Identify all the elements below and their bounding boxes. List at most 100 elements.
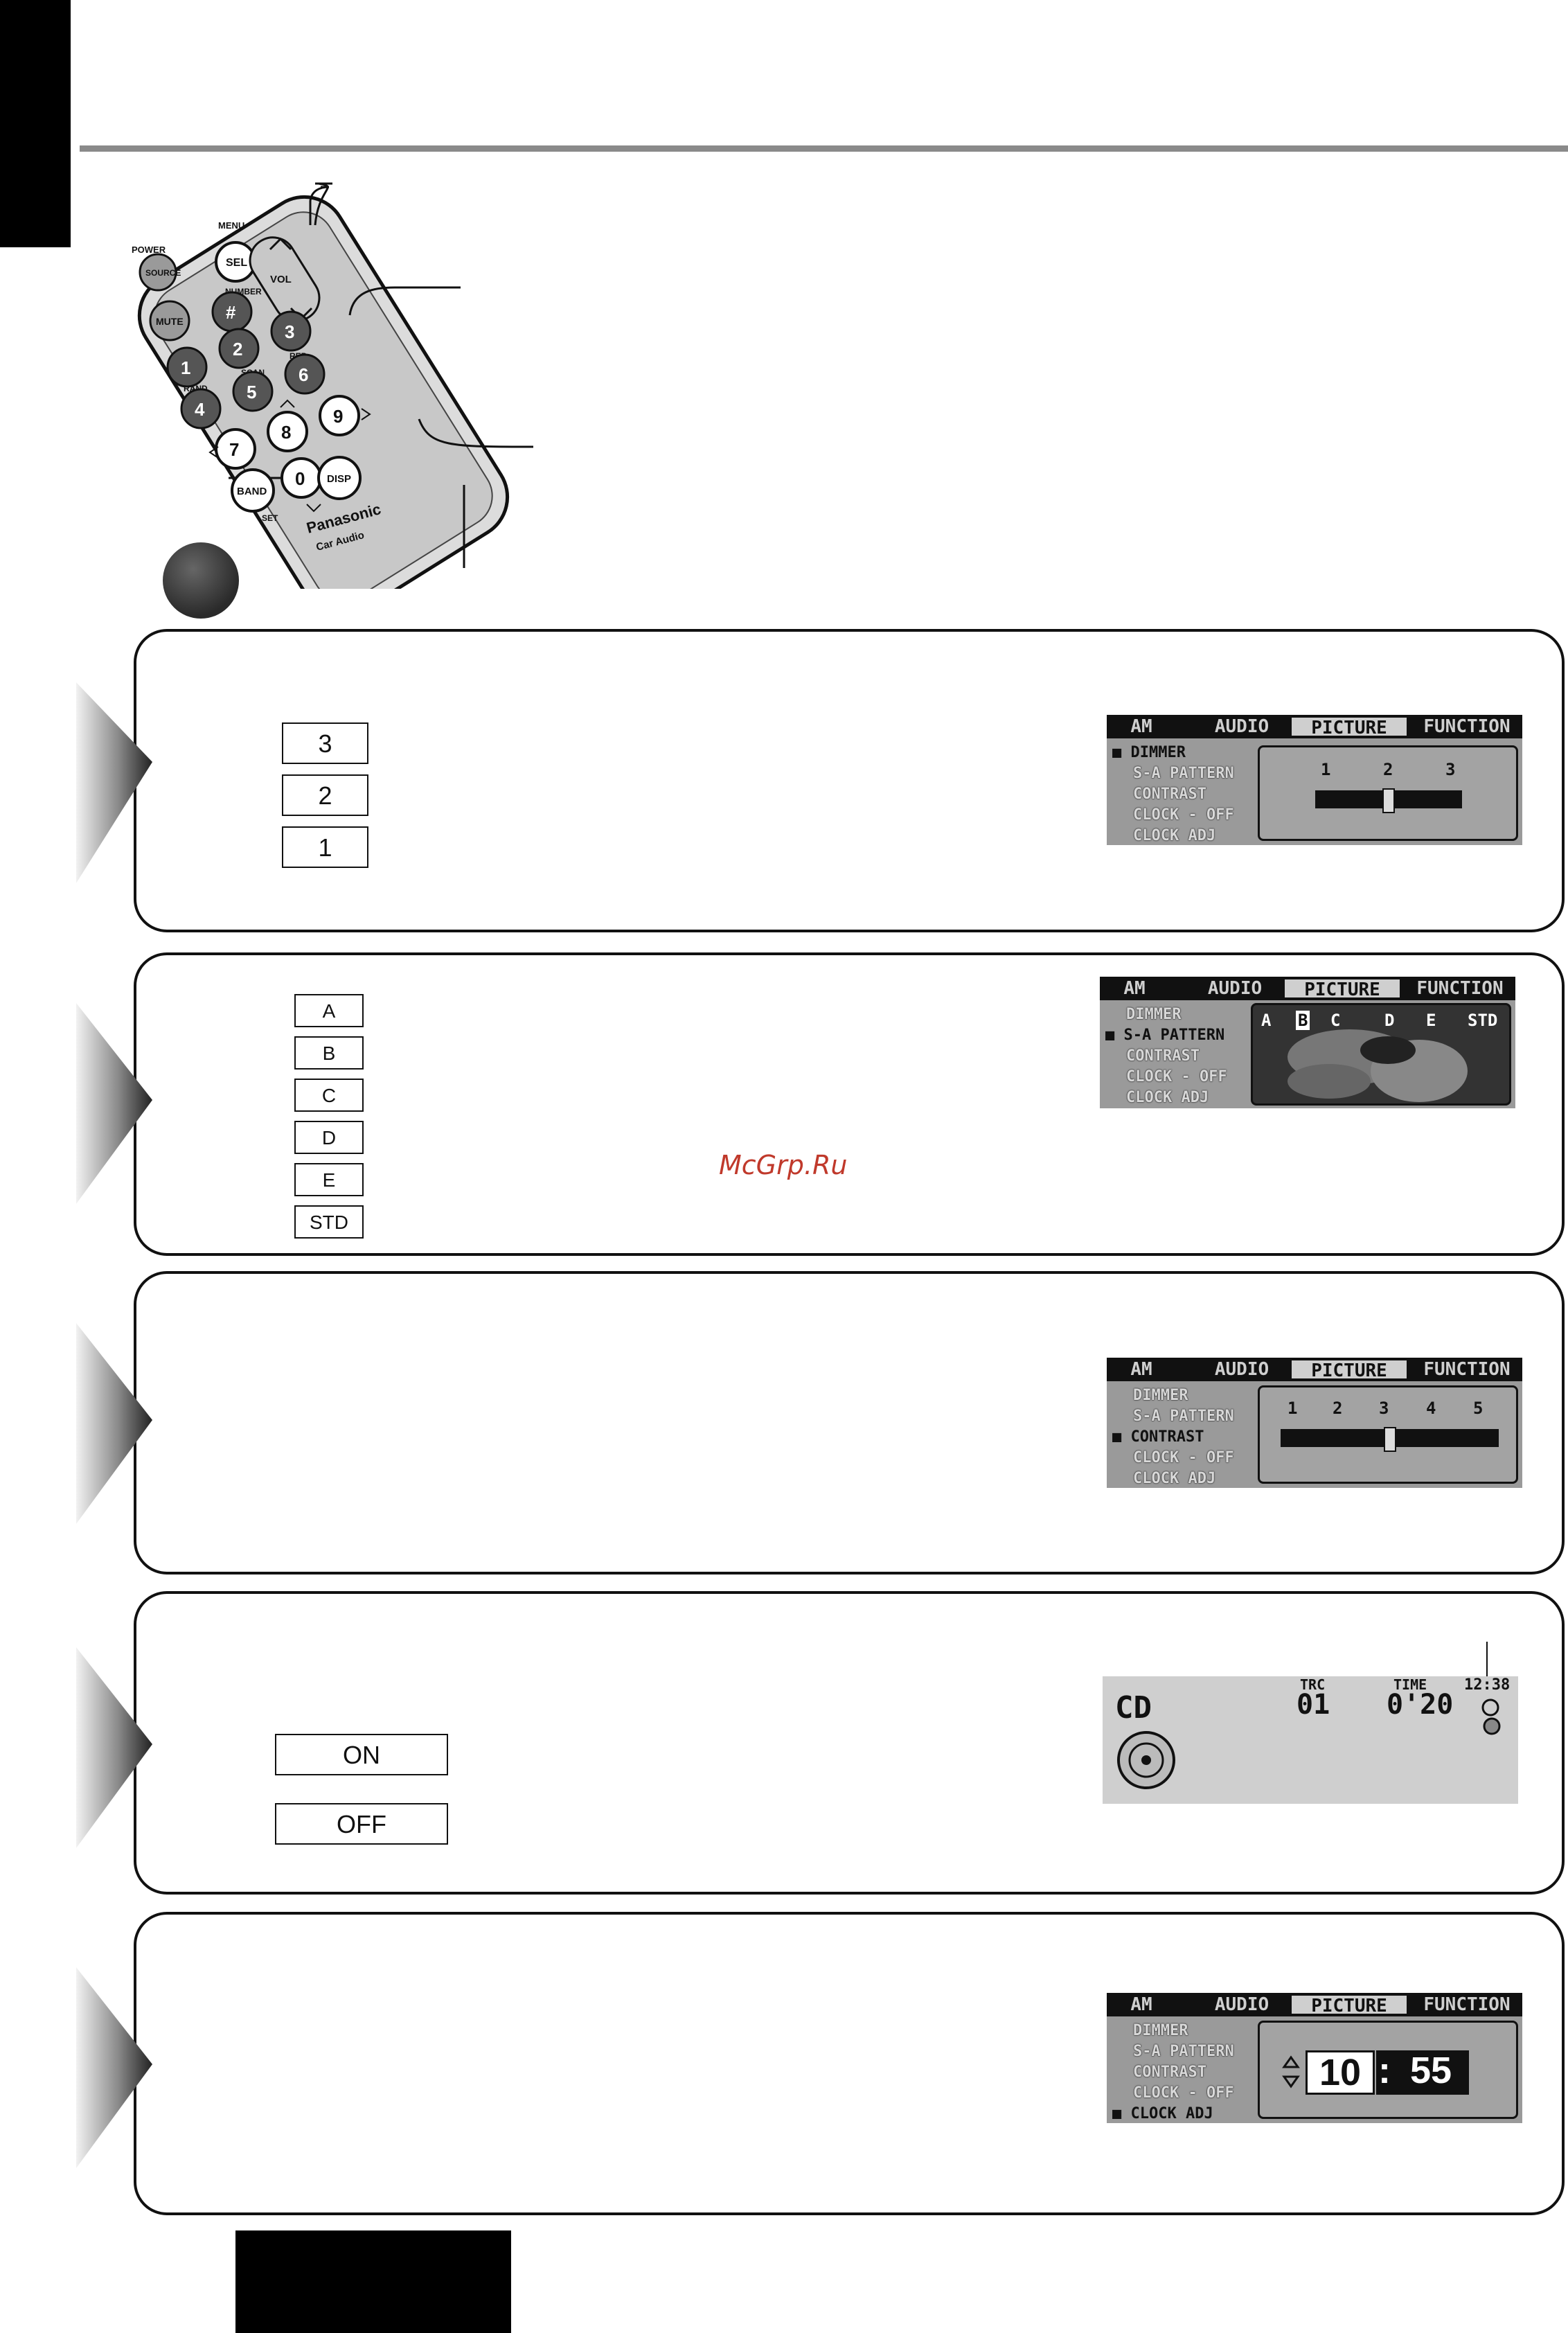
up-down-arrows-icon: [1282, 2055, 1300, 2088]
clock-option-off: OFF: [275, 1803, 448, 1845]
digit-8-button[interactable]: [267, 411, 308, 452]
disp-button[interactable]: [317, 456, 362, 500]
digit-1-button[interactable]: [166, 346, 208, 388]
remote-menu-label: MENU: [218, 220, 244, 231]
mute-button[interactable]: [149, 300, 190, 341]
lcd-tab-function: FUNCTION: [1423, 716, 1511, 737]
lcd-menu-sa-pattern: ■ S-A PATTERN: [1105, 1027, 1225, 1044]
lcd-tab-picture: PICTURE: [1290, 1359, 1408, 1381]
lcd-tab-picture: PICTURE: [1290, 1994, 1408, 2016]
pattern-option-d: D: [294, 1121, 364, 1154]
lcd-menu-clock-adj: CLOCK ADJ: [1126, 1089, 1209, 1106]
step-circle-marker: [163, 542, 239, 619]
lcd-menu-sa-pattern: S-A PATTERN: [1133, 1408, 1234, 1425]
dimmer-lcd-screen: AM AUDIO PICTURE FUNCTION ■ DIMMER S-A P…: [1107, 715, 1522, 845]
disp-button-label: DISP: [327, 473, 351, 485]
lcd-tab-am: AM: [1123, 978, 1146, 999]
band-button-label: BAND: [237, 486, 267, 497]
lcd-menu-dimmer: DIMMER: [1133, 1387, 1188, 1404]
contrast-scale-2: 2: [1333, 1399, 1343, 1418]
mute-button-label: MUTE: [156, 316, 184, 327]
digit-keypad: 1 2 3 RAND SCAN REP 4 5 6 7 8 9 0: [166, 310, 360, 499]
pattern-option-c: C: [294, 1079, 364, 1112]
lcd-menu-contrast: ■ CONTRAST: [1112, 1428, 1204, 1446]
track-number: 01: [1297, 1689, 1330, 1721]
right-arrow-icon: [361, 408, 371, 420]
contrast-scale-4: 4: [1426, 1399, 1436, 1418]
clock-time-panel: 10 : 55: [1258, 2021, 1518, 2119]
digit-1-label: 1: [181, 357, 190, 378]
contrast-scale-1: 1: [1288, 1399, 1298, 1418]
volume-rocker[interactable]: [242, 229, 328, 329]
digit-4-label: 4: [195, 399, 205, 420]
lcd-menu-contrast: CONTRAST: [1133, 786, 1206, 803]
dimmer-scale-2: 2: [1383, 760, 1393, 779]
down-arrow-icon: [306, 504, 321, 513]
lcd-tab-am: AM: [1130, 716, 1152, 737]
clock-option-on: ON: [275, 1734, 448, 1775]
cd-playback-lcd-screen: CD TRC 01 TIME 0'20 12:38: [1103, 1676, 1518, 1804]
lcd-menu-sa-pattern: S-A PATTERN: [1133, 765, 1234, 782]
lcd-tab-am: AM: [1130, 1994, 1152, 2015]
digit-5-label: 5: [247, 382, 256, 402]
dimmer-option-3: 3: [282, 722, 368, 764]
lcd-tab-function: FUNCTION: [1423, 1994, 1511, 2015]
lcd-tab-audio: AUDIO: [1214, 716, 1269, 737]
header-rule: [80, 145, 1568, 152]
lcd-menu-clock-off: CLOCK - OFF: [1126, 1068, 1227, 1085]
digit-9-button[interactable]: [319, 395, 360, 436]
digit-9-label: 9: [333, 406, 343, 427]
left-arrow-icon: [208, 446, 219, 459]
dimmer-option-1: 1: [282, 826, 368, 868]
lcd-tab-audio: AUDIO: [1214, 1994, 1269, 2015]
pattern-label-std: STD: [1468, 1011, 1498, 1030]
contrast-level-bar: [1281, 1427, 1499, 1452]
lcd-menu-clock-adj: ■ CLOCK ADJ: [1112, 2105, 1213, 2122]
lcd-menu-list: DIMMER ■ S-A PATTERN CONTRAST CLOCK - OF…: [1105, 1004, 1227, 1108]
lcd-menu-sa-pattern: S-A PATTERN: [1133, 2043, 1234, 2060]
lcd-tab-picture: PICTURE: [1283, 978, 1401, 1000]
disc-status-icon: [1481, 1698, 1501, 1735]
lcd-menu-dimmer: ■ DIMMER: [1112, 744, 1186, 761]
digit-4-button[interactable]: [180, 388, 222, 429]
section-tab-marker: [0, 0, 71, 247]
clock-colon: :: [1376, 2050, 1393, 2095]
set-label: SET: [262, 513, 278, 523]
lcd-menu-clock-off: CLOCK - OFF: [1133, 806, 1234, 824]
source-button[interactable]: [139, 253, 177, 292]
lcd-menu-list: ■ DIMMER S-A PATTERN CONTRAST CLOCK - OF…: [1112, 743, 1234, 845]
pattern-option-a: A: [294, 994, 364, 1027]
lcd-menu-dimmer: DIMMER: [1126, 1006, 1182, 1023]
remote-control-illustration: POWER MENU SOURCE SEL VOL NUMBER MUTE # …: [132, 182, 534, 589]
digit-2-button[interactable]: [218, 328, 260, 369]
dimmer-level-bar: [1315, 788, 1462, 813]
lcd-menu-contrast: CONTRAST: [1126, 1047, 1200, 1065]
lcd-tab-picture: PICTURE: [1290, 716, 1408, 738]
pattern-option-e: E: [294, 1163, 364, 1196]
pattern-option-std: STD: [294, 1205, 364, 1239]
clock-readout: 12:38: [1464, 1676, 1511, 1694]
step-arrow-icon: [76, 1647, 152, 1848]
step-arrow-icon: [76, 1003, 152, 1204]
digit-5-button[interactable]: [232, 371, 274, 412]
digit-3-label: 3: [285, 321, 294, 342]
clock-adjust-lcd-screen: AM AUDIO PICTURE FUNCTION DIMMER S-A PAT…: [1107, 1993, 1522, 2123]
pattern-label-c: C: [1330, 1011, 1341, 1030]
contrast-scale-3: 3: [1379, 1399, 1389, 1418]
pattern-label-d: D: [1384, 1011, 1395, 1030]
dimmer-scale-3: 3: [1445, 760, 1456, 779]
track-label: TRC: [1300, 1676, 1326, 1693]
disc-icon: [1117, 1731, 1175, 1789]
digit-3-button[interactable]: [270, 310, 312, 352]
volume-up-icon: [269, 237, 292, 251]
dimmer-scale-1: 1: [1321, 760, 1331, 779]
lcd-menu-contrast: CONTRAST: [1133, 2064, 1206, 2081]
clock-pointer-line: [1486, 1642, 1488, 1676]
step-arrow-icon: [76, 682, 152, 883]
band-button[interactable]: [231, 468, 275, 513]
sa-pattern-preview: A B C D E STD: [1251, 1003, 1511, 1106]
step-arrow-icon: [76, 1323, 152, 1524]
hash-button-label: #: [226, 302, 236, 323]
sa-pattern-lcd-screen: AM AUDIO PICTURE FUNCTION DIMMER ■ S-A P…: [1100, 977, 1515, 1108]
digit-6-button[interactable]: [284, 353, 326, 395]
